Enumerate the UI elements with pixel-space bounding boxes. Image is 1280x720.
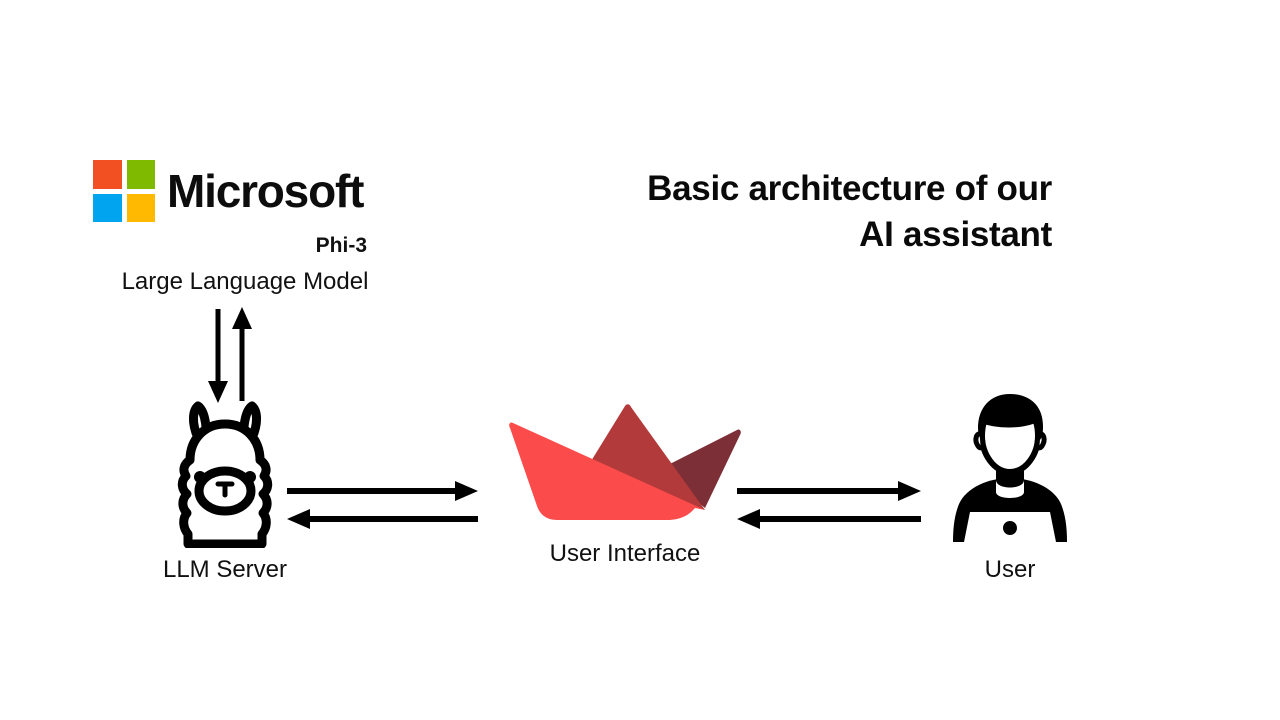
connector-llm-model-to-server (196, 305, 266, 410)
node-user-interface-label: User Interface (549, 540, 701, 567)
laptop-logo-dot (1003, 521, 1017, 535)
node-user-interface: User Interface (495, 398, 755, 568)
page-title-line-1: Basic architecture of our (647, 169, 1052, 208)
microsoft-wordmark: Microsoft (167, 165, 364, 217)
page-title-line-2: AI assistant (859, 215, 1052, 255)
vertical-double-arrow-icon (208, 307, 252, 403)
boat-facet-dark (658, 429, 741, 508)
microsoft-logo-icon (93, 160, 155, 222)
microsoft-square-red (93, 160, 122, 189)
microsoft-brand-row: Microsoft (93, 160, 364, 222)
phi3-model-label: Phi-3 (315, 234, 367, 257)
node-llm-server-label: LLM Server (162, 556, 288, 583)
horizontal-double-arrow-icon (287, 481, 478, 529)
node-user-label: User (984, 556, 1036, 583)
connector-llm-server-to-ui (285, 478, 480, 538)
streamlit-origami-boat-icon (509, 404, 741, 520)
horizontal-double-arrow-icon (737, 481, 921, 529)
page-title: Basic architecture of our AI assistant (532, 166, 1052, 258)
llama-icon (177, 401, 273, 548)
node-llm-server: LLM Server (140, 398, 310, 584)
large-language-model-caption: Large Language Model (121, 268, 369, 295)
llama-eye-left (194, 471, 206, 483)
boat-facet-medium (588, 404, 705, 510)
microsoft-square-yellow (126, 193, 155, 222)
connector-ui-to-user (735, 478, 923, 538)
llm-model-block: Microsoft Phi-3 Large Language Model (93, 160, 403, 300)
boat-facet-light (509, 422, 705, 520)
node-user: User (930, 392, 1090, 584)
llama-eye-right (244, 471, 256, 483)
user-hair (978, 394, 1043, 440)
user-with-laptop-icon (953, 394, 1067, 542)
microsoft-square-blue (93, 193, 122, 222)
microsoft-square-green (126, 160, 155, 189)
